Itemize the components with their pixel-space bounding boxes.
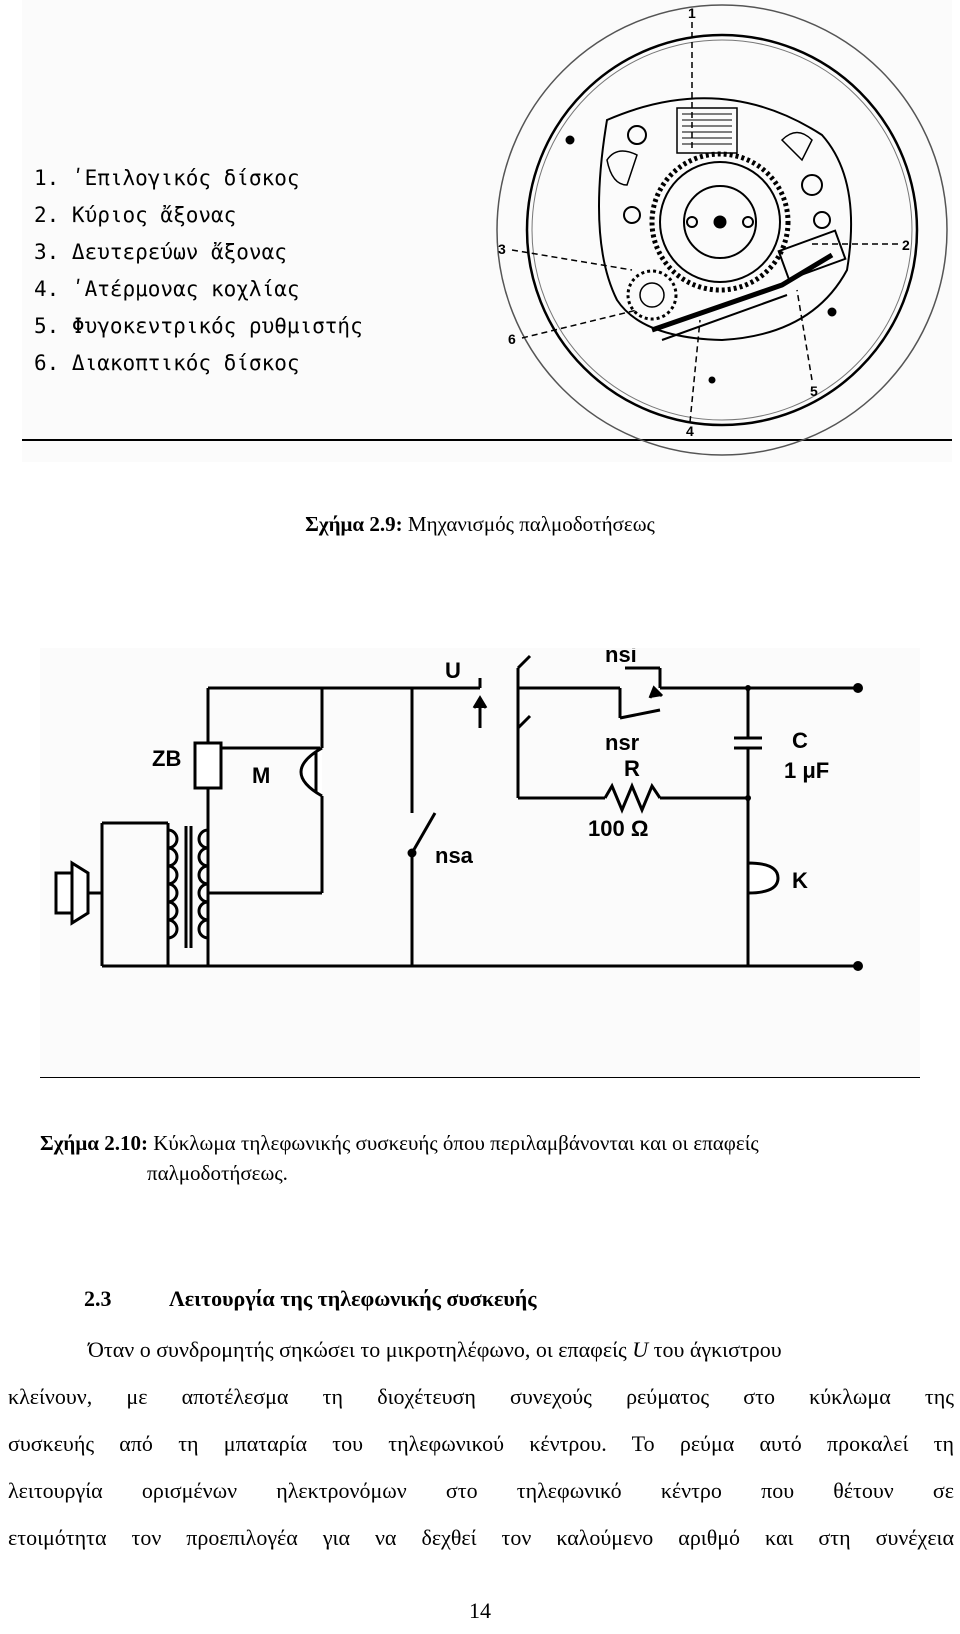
label-nsi: nsi <box>605 648 637 667</box>
callout-3: 3 <box>498 241 506 257</box>
callout-labels: 1 2 3 4 5 6 <box>498 5 910 439</box>
legend-item-3: 3. Δευτερεύων ἄξονας <box>34 240 287 264</box>
callout-5: 5 <box>810 383 818 399</box>
label-zb: ZB <box>152 746 181 771</box>
circuit-labels: ZB M U nsi nsr R 100 Ω C 1 μF nsa K <box>152 648 829 893</box>
paragraph-line-2: κλείνουν, με αποτέλεσμα τη διοχέτευση συ… <box>8 1384 954 1409</box>
paragraph-line-4: λειτουργία ορισμένων ηλεκτρονόμων στο τη… <box>8 1478 954 1503</box>
paragraph-line-3: συσκευής από τη μπαταρία του τηλεφωνικού… <box>8 1431 954 1456</box>
legend-item-6: 6. Διακοπτικός δίσκος <box>34 351 300 375</box>
label-c-value: 1 μF <box>784 758 829 783</box>
section-number: 2.3 <box>84 1286 112 1311</box>
label-nsa: nsa <box>435 843 474 868</box>
legend-item-5: 5. Φυγοκεντρικός ρυθμιστής <box>34 314 363 338</box>
callout-2: 2 <box>902 237 910 253</box>
figure-2-10-text-line2: παλμοδοτήσεως. <box>147 1161 288 1185</box>
paragraph-line-1-start: Όταν ο συνδρομητής σηκώσει το μικροτηλέφ… <box>88 1337 633 1362</box>
label-c: C <box>792 728 808 753</box>
label-u: U <box>445 658 461 683</box>
paragraph-line-1: Όταν ο συνδρομητής σηκώσει το μικροτηλέφ… <box>8 1326 954 1373</box>
figure-2-10-caption: Σχήμα 2.10: Κύκλωμα τηλεφωνικής συσκευής… <box>40 1128 930 1188</box>
figure-2-9-label: Σχήμα 2.9: <box>305 512 403 536</box>
figure-2-10-text-line1: Κύκλωμα τηλεφωνικής συσκευής όπου περιλα… <box>147 1131 759 1155</box>
figure-2-10-label: Σχήμα 2.10: <box>40 1131 148 1155</box>
zb-resistor <box>193 741 223 790</box>
hook-contacts-u <box>472 654 532 730</box>
legend-item-1: 1. ʹΕπιλογικός δίσκος <box>34 166 300 190</box>
junction-dots <box>745 683 863 971</box>
resistor-r <box>603 782 662 814</box>
contact-u-symbol: U <box>632 1337 649 1362</box>
label-r: R <box>624 756 640 781</box>
section-title: Λειτουργία της τηλεφωνικής συσκευής <box>169 1286 537 1311</box>
label-m: M <box>252 763 270 788</box>
figure-2-9-text: Μηχανισμός παλμοδοτήσεως <box>402 512 655 536</box>
microphone-icon <box>299 746 323 798</box>
nsa-switch <box>407 812 437 858</box>
paragraph-line-5: ετοιμότητα τον προεπιλογέα για να δεχθεί… <box>8 1525 954 1550</box>
dial-drawing <box>496 4 948 456</box>
label-r-value: 100 Ω <box>588 816 648 841</box>
transformer <box>167 826 209 948</box>
page-number: 14 <box>469 1598 491 1623</box>
label-nsr: nsr <box>605 730 640 755</box>
paragraph-line-1-end: του άγκιστρου <box>648 1337 782 1362</box>
section-heading: 2.3 Λειτουργία της τηλεφωνικής συσκευής <box>84 1286 537 1312</box>
legend-item-2: 2. Κύριος ἄξονας <box>34 203 236 227</box>
callout-leaders <box>511 22 898 423</box>
label-k: K <box>792 868 808 893</box>
body-paragraph: Όταν ο συνδρομητής σηκώσει το μικροτηλέφ… <box>8 1326 954 1561</box>
callout-4: 4 <box>686 423 694 439</box>
legend-item-4: 4. ʹΑτέρμονας κοχλίας <box>34 277 300 301</box>
ringer-k-icon <box>746 861 780 895</box>
capacitor-c <box>734 736 762 750</box>
receiver-icon <box>54 860 102 926</box>
nsi-nsr-contacts <box>618 666 664 720</box>
callout-6: 6 <box>508 331 516 347</box>
dial-legend: 1. ʹΕπιλογικός δίσκος 2. Κύριος ἄξονας 3… <box>34 166 363 375</box>
figure-2-9-caption: Σχήμα 2.9: Μηχανισμός παλμοδοτήσεως <box>0 512 960 537</box>
figure-telephone-circuit: ZB M U nsi nsr R 100 Ω C 1 μF nsa K <box>40 648 920 1078</box>
callout-1: 1 <box>688 5 696 21</box>
figure-dial-mechanism: 1. ʹΕπιλογικός δίσκος 2. Κύριος ἄξονας 3… <box>22 0 952 462</box>
